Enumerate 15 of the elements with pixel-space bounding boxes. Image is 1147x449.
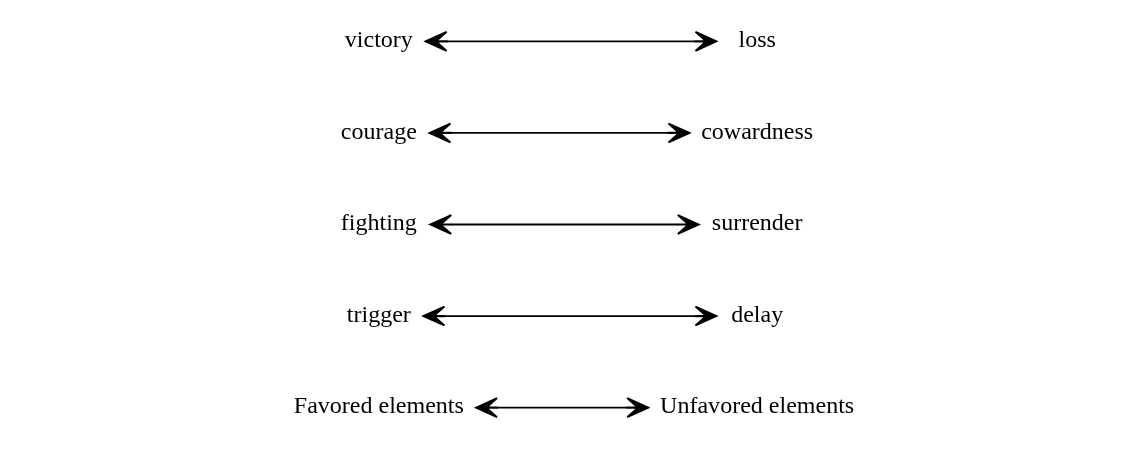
- node-text: fighting: [340, 209, 417, 236]
- node-text: loss: [737, 26, 776, 53]
- arrow: [428, 122, 690, 144]
- arrow: [422, 305, 717, 327]
- node-text: Favored elements: [293, 392, 464, 419]
- node-text: cowardness: [700, 117, 813, 144]
- node-text: victory: [344, 26, 413, 53]
- node-text: Unfavored elements: [659, 392, 854, 419]
- arrow: [428, 214, 700, 235]
- node-text: surrender: [711, 209, 802, 236]
- node-text: trigger: [346, 300, 411, 327]
- arrow: [474, 397, 649, 418]
- arrow: [424, 31, 717, 52]
- node-text: courage: [340, 117, 417, 144]
- node-text: delay: [730, 300, 783, 327]
